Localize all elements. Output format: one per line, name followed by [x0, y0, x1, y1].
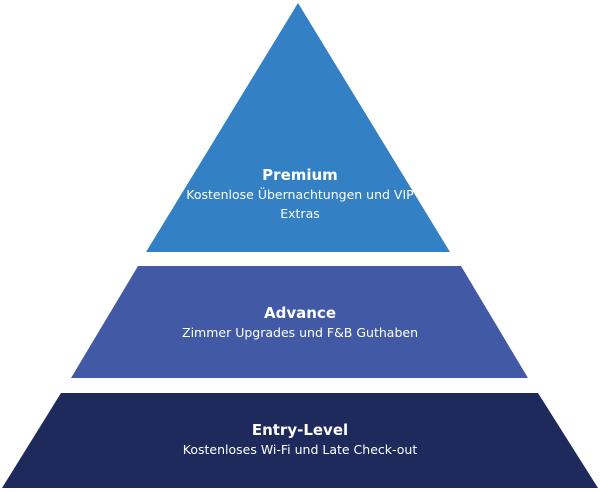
tier-premium-shape: [146, 3, 450, 252]
tier-entry-title: Entry-Level: [251, 421, 349, 439]
tier-advance-description: Zimmer Upgrades und F&B Guthaben: [182, 325, 418, 340]
tier-premium: Premium Kostenlose Übernachtungen und VI…: [0, 165, 600, 223]
tier-advance: Advance Zimmer Upgrades und F&B Guthaben: [0, 303, 600, 342]
tier-entry-shape: [2, 393, 598, 488]
tier-premium-description: Kostenlose Übernachtungen und VIP Extras: [186, 187, 414, 221]
tier-advance-shape: [71, 266, 528, 378]
tier-advance-title: Advance: [264, 304, 336, 322]
tier-entry-description: Kostenloses Wi-Fi und Late Check-out: [182, 442, 418, 457]
tier-entry: Entry-Level Kostenloses Wi-Fi und Late C…: [0, 420, 600, 459]
tier-premium-title: Premium: [262, 166, 338, 184]
